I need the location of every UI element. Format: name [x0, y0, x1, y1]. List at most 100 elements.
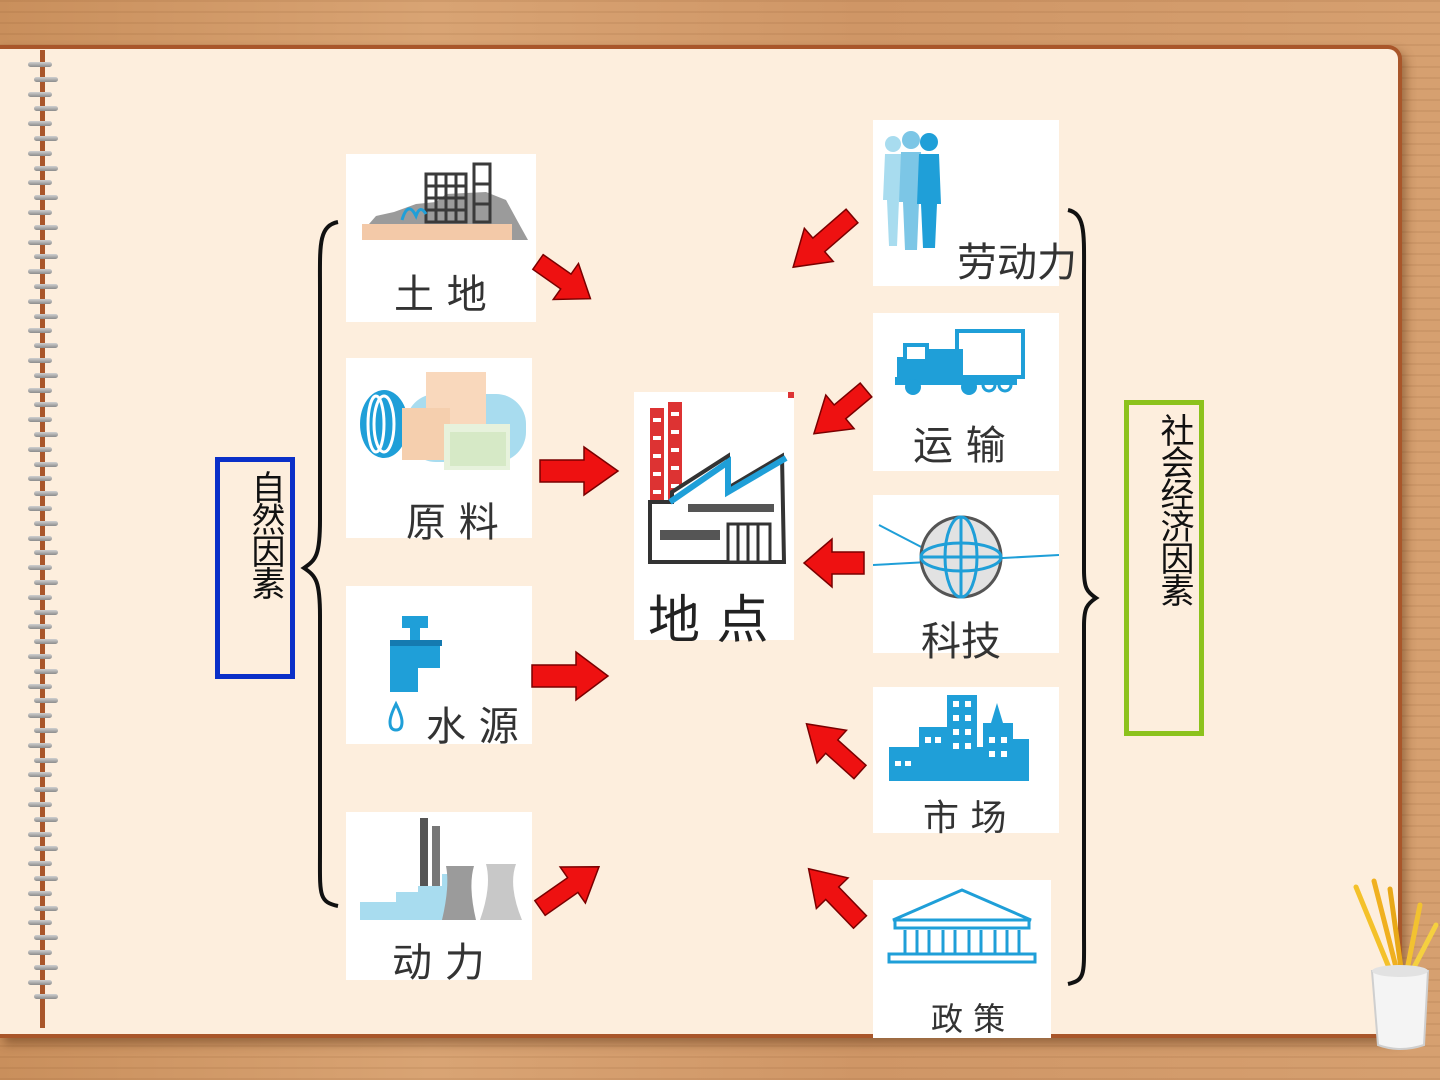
spiral-ring	[34, 343, 58, 349]
spiral-ring	[34, 787, 58, 793]
social-factors-title: 社会经济因素	[1154, 413, 1194, 605]
spiral-ring	[34, 846, 58, 852]
spiral-ring	[34, 106, 58, 112]
spiral-ring	[28, 861, 52, 867]
spiral-ring	[34, 195, 58, 201]
spiral-ring	[28, 831, 52, 837]
spiral-ring	[34, 905, 58, 911]
power-label: 动 力	[392, 940, 485, 986]
spiral-ring	[34, 165, 58, 171]
factory-icon	[648, 392, 794, 564]
spiral-ring	[34, 520, 58, 526]
water-tap-icon	[388, 616, 442, 732]
spiral-ring	[34, 728, 58, 733]
spiral-ring	[34, 609, 58, 615]
card-policy: 政 策	[873, 880, 1051, 1038]
spiral-ring	[28, 298, 52, 304]
spiral-ring	[34, 224, 58, 230]
spiral-ring	[34, 313, 58, 319]
spiral-ring	[34, 432, 58, 437]
spiral-ring	[28, 950, 52, 955]
location-label: 地 点	[648, 591, 769, 651]
satellite-globe-icon	[873, 515, 1059, 599]
spiral-ring	[28, 535, 52, 541]
natural-factors-title: 自然因素	[245, 470, 285, 598]
card-water: 水 源	[346, 586, 532, 750]
government-building-icon	[887, 888, 1037, 964]
power-plant-icon	[360, 818, 522, 920]
card-transport: 运 输	[873, 313, 1059, 471]
spiral-ring	[34, 254, 58, 260]
water-label: 水 源	[426, 704, 519, 750]
spiral-ring	[28, 121, 52, 127]
spiral-ring	[28, 920, 52, 926]
spiral-ring	[34, 580, 58, 585]
card-market: 市 场	[873, 687, 1059, 839]
spiral-ring	[28, 210, 52, 215]
truck-icon	[895, 329, 1025, 395]
spiral-ring	[34, 461, 58, 467]
spiral-ring	[34, 76, 58, 82]
spiral-ring	[28, 476, 52, 482]
market-label: 市 场	[923, 798, 1007, 839]
spiral-ring	[28, 239, 52, 245]
land-icon	[362, 162, 528, 240]
labor-workers-icon	[883, 131, 941, 250]
arrow-transport-to-location	[812, 382, 873, 435]
arrow-tech-to-location	[802, 537, 865, 589]
arrow-water-to-location	[531, 650, 610, 702]
spiral-ring	[28, 91, 52, 97]
spiral-binding	[28, 62, 62, 1012]
card-power: 动 力	[346, 812, 532, 986]
spiral-ring	[28, 417, 52, 423]
spiral-ring	[34, 698, 58, 704]
spiral-ring	[28, 387, 52, 393]
spiral-ring	[34, 550, 58, 556]
natural-factors-box: 自然因素	[215, 457, 295, 679]
card-raw-materials: 原 料	[346, 358, 532, 546]
spiral-ring	[34, 816, 58, 822]
spiral-ring	[28, 565, 52, 571]
spiral-ring	[34, 402, 58, 408]
left-brace	[300, 220, 339, 908]
spiral-ring	[28, 62, 52, 67]
spiral-ring	[34, 668, 58, 674]
technology-label: 科技	[921, 619, 1001, 665]
spiral-ring	[28, 683, 52, 689]
pencil-cup-icon	[1353, 878, 1439, 1050]
spiral-ring	[28, 654, 52, 659]
land-label: 土 地	[394, 272, 487, 318]
transport-label: 运 输	[913, 423, 1006, 469]
spiral-ring	[34, 491, 58, 497]
card-location: 地 点	[634, 392, 794, 651]
card-technology: 科技	[873, 495, 1059, 665]
spiral-ring	[28, 713, 52, 719]
card-labor: 劳动力	[873, 120, 1077, 286]
spiral-ring	[28, 802, 52, 807]
labor-label: 劳动力	[957, 240, 1077, 286]
spiral-ring	[28, 979, 52, 985]
spiral-ring	[28, 180, 52, 186]
card-land: 土 地	[346, 154, 536, 322]
arrow-power-to-location	[533, 865, 601, 917]
spiral-ring	[34, 876, 58, 881]
right-brace	[1067, 208, 1100, 986]
spiral-ring	[34, 994, 58, 1000]
spiral-ring	[28, 358, 52, 363]
raw-materials-label: 原 料	[406, 500, 499, 546]
spiral-ring	[34, 935, 58, 941]
spiral-ring	[34, 757, 58, 763]
policy-label: 政 策	[931, 1000, 1006, 1038]
spiral-ring	[34, 372, 58, 378]
social-factors-box: 社会经济因素	[1124, 400, 1204, 736]
arrow-market-to-location	[805, 722, 868, 780]
spiral-ring	[28, 742, 52, 748]
spiral-ring	[28, 269, 52, 275]
arrow-raw-to-location	[539, 445, 620, 497]
arrow-labor-to-location	[792, 208, 859, 269]
spiral-ring	[34, 284, 58, 289]
city-buildings-icon	[889, 695, 1029, 781]
spiral-ring	[28, 772, 52, 778]
